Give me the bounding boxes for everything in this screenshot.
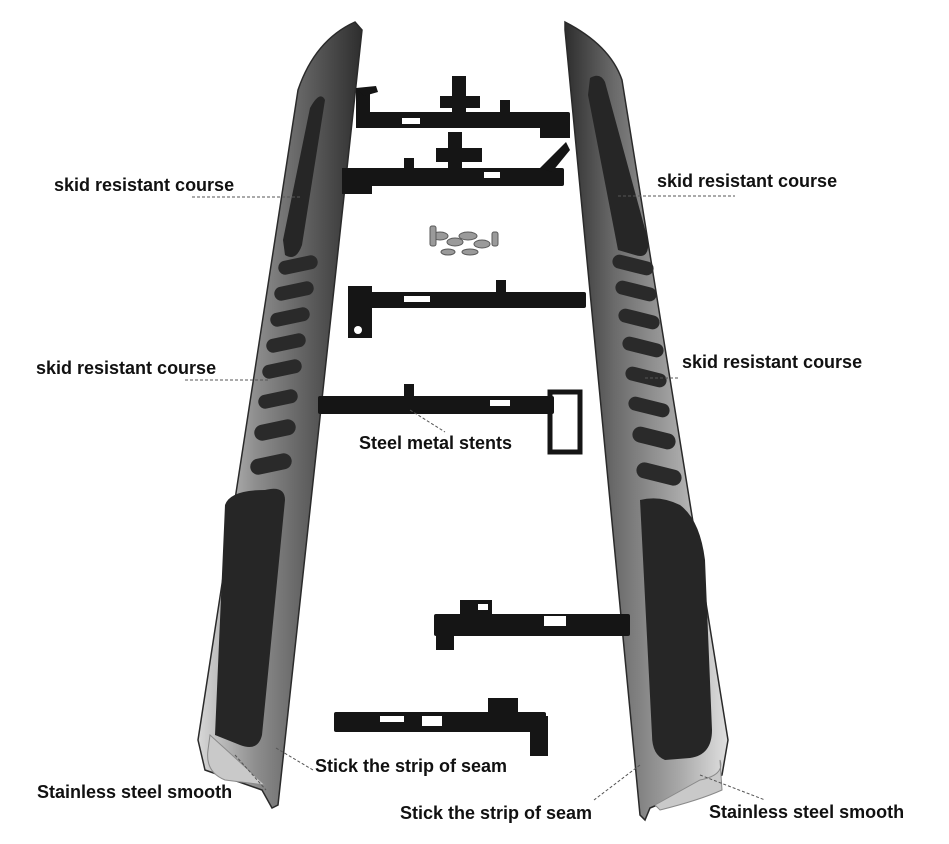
left-lower-pad [215,488,285,748]
stents-label: Steel metal stents [359,433,513,453]
bracket-3 [348,280,586,338]
right-running-board [564,20,729,822]
leader-lines [185,195,766,801]
skid-label-top-left: skid resistant course [54,175,235,195]
seam-label-right: Stick the strip of seam [400,803,593,823]
right-ribs [612,254,682,486]
bolt-hardware [429,225,499,256]
skid-label-top-right: skid resistant course [657,171,838,191]
left-running-board [197,21,363,809]
bracket-6 [334,698,548,756]
mounting-brackets [318,76,630,756]
right-lower-pad [640,498,712,760]
left-ribs [250,255,318,475]
bracket-4 [318,384,583,455]
bracket-1 [356,76,570,138]
bracket-5 [434,600,630,650]
right-upper-pad [588,75,649,256]
bracket-2 [342,132,570,194]
smooth-label-right: Stainless steel smooth [709,802,905,822]
seam-label-left: Stick the strip of seam [315,756,508,776]
skid-label-mid-right: skid resistant course [682,352,863,372]
skid-label-mid-left: skid resistant course [36,358,217,378]
smooth-label-left: Stainless steel smooth [37,782,233,802]
left-upper-pad [283,96,325,258]
